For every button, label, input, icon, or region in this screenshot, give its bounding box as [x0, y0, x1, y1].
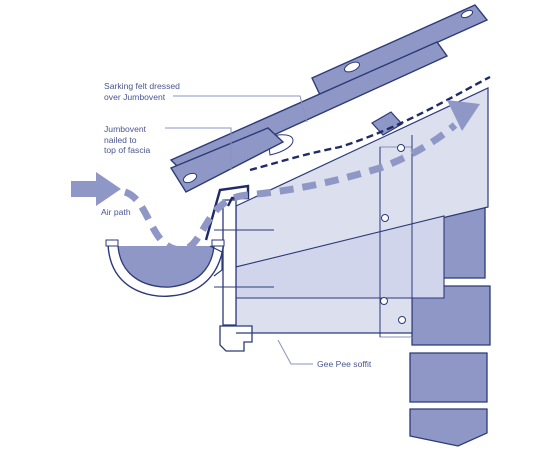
batten-block: [371, 111, 403, 136]
label-jumbovent: Jumbovent nailed to top of fascia: [104, 124, 150, 156]
jumbovent: [204, 184, 250, 241]
label-jumbovent-line-2: nailed to: [104, 134, 137, 145]
air-path-line: [123, 122, 458, 254]
screw-4: [398, 316, 406, 324]
leader-soffit: [277, 339, 313, 365]
fascia-front: [222, 199, 237, 326]
soffit-profile: [219, 325, 253, 352]
tile-top: [311, 4, 489, 96]
tile-lower-nib: [182, 172, 198, 184]
gutter-inner: [117, 245, 215, 288]
gutter-bracket: [209, 245, 223, 277]
label-air-path: Air path: [101, 207, 131, 217]
screw-3: [380, 297, 388, 305]
gutter-outer: [107, 241, 225, 297]
gutter: [105, 239, 225, 297]
brick-course-3: [409, 352, 488, 403]
label-sarking-felt: Sarking felt dressed over Jumbovent: [104, 81, 180, 102]
air-inlet-arrow: [71, 172, 121, 206]
screw-2: [381, 214, 389, 222]
roof-tiles: [169, 4, 489, 193]
gutter-lip-right: [211, 239, 225, 247]
tile-top-nib: [344, 61, 360, 73]
brick-course-4: [409, 408, 488, 447]
label-sarking-line-2: over Jumbovent: [104, 91, 166, 102]
tile-top-nib-2: [460, 9, 474, 19]
soffit-board: [219, 325, 412, 352]
label-soffit: Gee Pee soffit: [317, 359, 372, 369]
leader-lines: [165, 95, 313, 365]
gutter-lip-left: [105, 239, 119, 247]
leader-jumbovent: [165, 127, 232, 170]
air-outlet-arrow: [447, 100, 480, 131]
screw-1: [397, 144, 405, 152]
label-jumbovent-line-3: top of fascia: [104, 145, 151, 155]
air-path: [71, 100, 480, 254]
label-sarking-line-1: Sarking felt dressed: [104, 81, 180, 91]
screws: [380, 144, 406, 324]
label-jumbovent-line-1: Jumbovent: [104, 124, 147, 134]
tile-lower: [169, 127, 285, 193]
sarking-felt: [249, 75, 491, 172]
leader-sarking: [173, 95, 308, 123]
